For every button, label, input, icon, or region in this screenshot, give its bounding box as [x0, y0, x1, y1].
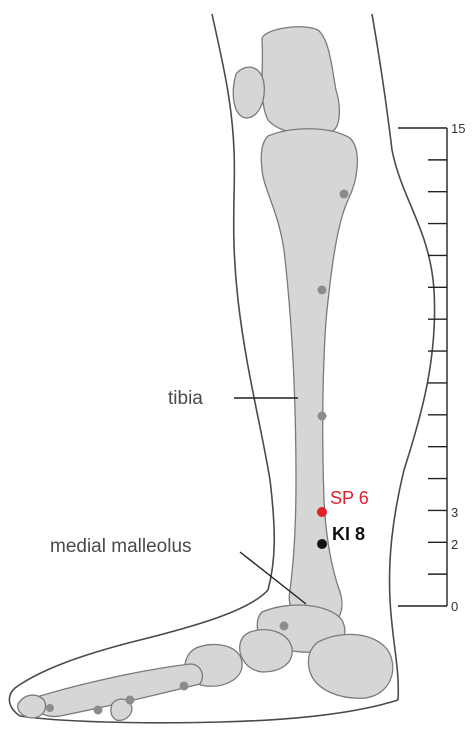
ki8-label: KI 8 — [332, 524, 365, 544]
acupoint-marker — [126, 696, 135, 705]
leg-outline-back — [372, 14, 435, 700]
sp6-label: SP 6 — [330, 488, 369, 508]
tibia-label: tibia — [168, 388, 203, 409]
tibia-bone — [261, 129, 357, 628]
acupoint-marker — [180, 682, 189, 691]
acupoint-marker — [280, 622, 289, 631]
acupoint-marker — [318, 286, 327, 295]
medial-malleolus-label: medial malleolus — [50, 536, 192, 557]
femur-bone — [262, 27, 339, 134]
scale-label-15: 15 — [451, 121, 465, 136]
navicular-bone — [240, 630, 292, 672]
patella-bone — [233, 67, 264, 118]
acupoint-marker — [318, 412, 327, 421]
ki8-point — [317, 539, 327, 549]
phalanx-bones — [18, 695, 46, 718]
acupoint-marker — [94, 706, 103, 715]
measurement-scale: 15 3 2 0 — [398, 121, 465, 614]
acupoint-marker — [46, 704, 54, 712]
scale-label-0: 0 — [451, 599, 458, 614]
acupoint-marker — [340, 190, 349, 199]
scale-label-3: 3 — [451, 505, 458, 520]
sp6-point — [317, 507, 327, 517]
scale-label-2: 2 — [451, 537, 458, 552]
calcaneus-bone — [308, 634, 392, 698]
